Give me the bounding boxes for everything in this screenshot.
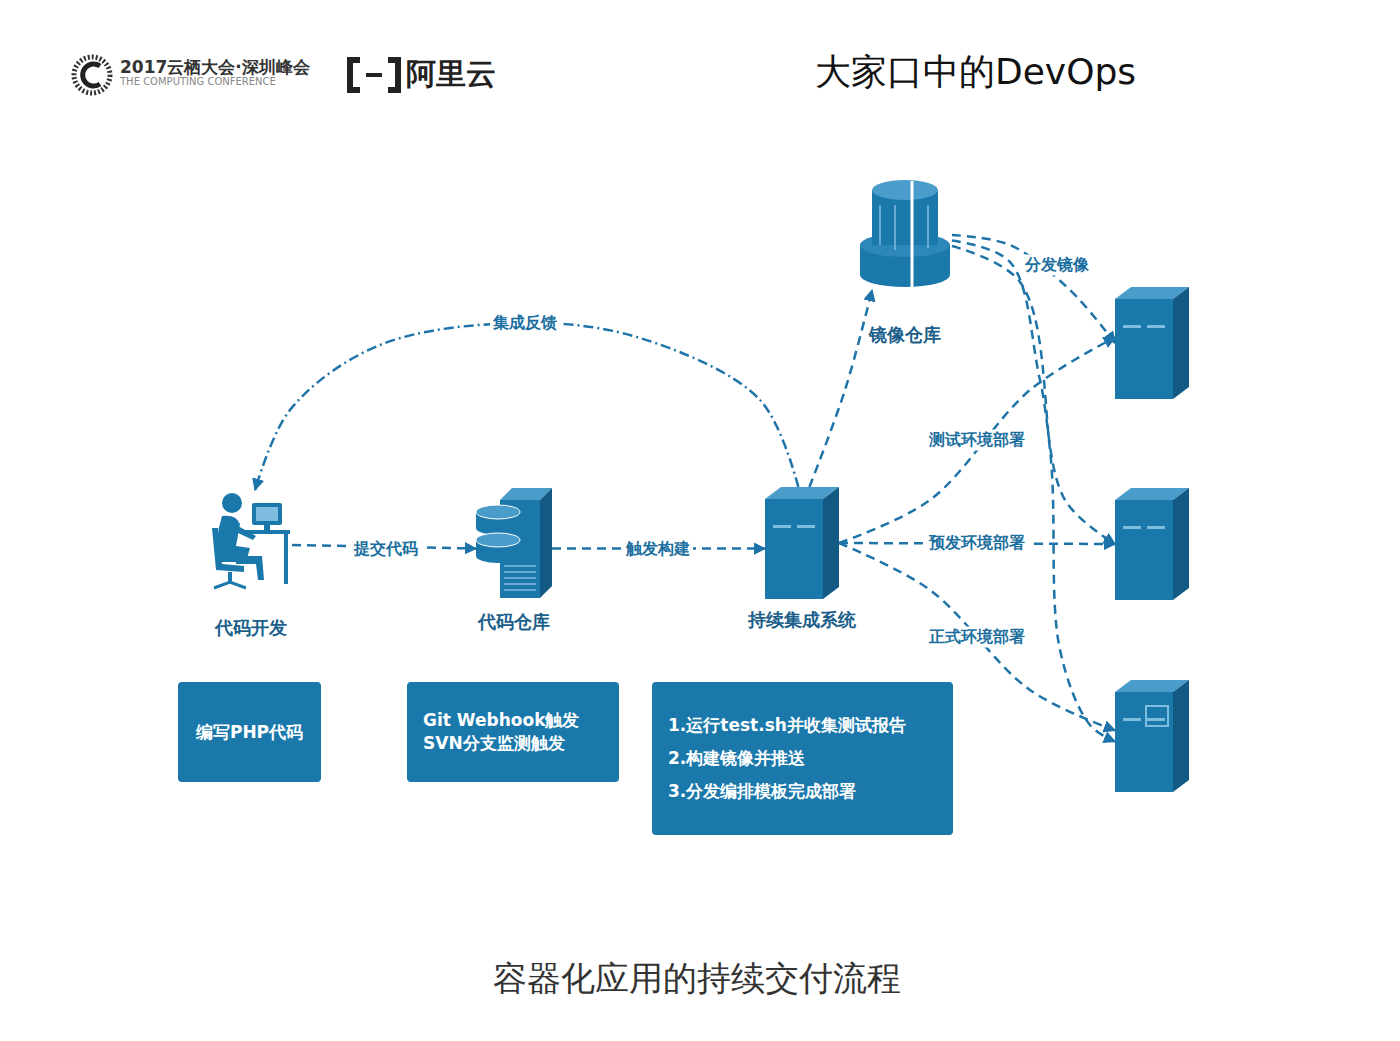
process-box: 1.运行test.sh并收集测试报告 2.构建镜像并推送 3.分发编排模板完成部署	[652, 682, 953, 835]
dashed-connector	[952, 241, 1115, 545]
header-label: 阿里云	[406, 54, 496, 95]
staging-server-icon	[1115, 488, 1189, 600]
node-label: 代码仓库	[478, 610, 550, 634]
logo-bracket	[350, 60, 360, 90]
developer-icon	[212, 493, 290, 588]
ci-system: 持续集成系统	[765, 487, 839, 599]
code-repo-icon	[476, 488, 552, 598]
monitor-screen	[256, 507, 278, 521]
dashed-connector	[839, 337, 1115, 543]
box-text: Git Webhook触发 SVN分支监测触发	[423, 709, 603, 755]
edge-label: 集成反馈	[490, 313, 560, 334]
caption: 容器化应用的持续交付流程	[493, 956, 901, 1002]
process-box: Git Webhook触发 SVN分支监测触发	[407, 682, 619, 782]
box-text: 3.分发编排模板完成部署	[668, 780, 937, 803]
node-label: 镜像仓库	[869, 323, 941, 347]
chair	[212, 528, 244, 572]
edge-label: 提交代码	[351, 539, 421, 560]
chair-base	[214, 582, 246, 588]
prod-server-icon	[1115, 680, 1189, 792]
ci-server-icon	[765, 487, 839, 599]
edge-label: 触发构建	[623, 539, 693, 560]
person-body	[217, 516, 250, 562]
aliyun-logo	[350, 60, 398, 90]
monitor	[252, 503, 282, 525]
logo-dash	[366, 73, 382, 77]
edge-label: 分发镜像	[1022, 255, 1092, 276]
box-text: 1.运行test.sh并收集测试报告	[668, 714, 937, 737]
node-label: 代码开发	[215, 616, 287, 640]
person-head	[222, 493, 242, 513]
edge-label: 预发环境部署	[926, 533, 1028, 554]
developer: 代码开发	[210, 490, 292, 590]
prod-server	[1115, 680, 1189, 792]
logo-bracket	[388, 60, 398, 90]
box-text: 2.构建镜像并推送	[668, 747, 937, 770]
desk-leg	[284, 534, 288, 584]
dashed-connector	[255, 323, 798, 490]
page-title: 大家口中的DevOps	[815, 48, 1136, 97]
image-repository: 镜像仓库	[858, 180, 952, 290]
box-text: 编写PHP代码	[194, 721, 305, 744]
monitor-stand	[264, 525, 270, 530]
process-box: 编写PHP代码	[178, 682, 321, 782]
logo-ring	[74, 57, 110, 93]
server-door	[1146, 706, 1168, 726]
dashed-connector	[952, 246, 1115, 742]
conference-logo	[74, 57, 110, 93]
test-server	[1115, 287, 1189, 399]
desk	[245, 530, 290, 534]
edge-label: 正式环境部署	[926, 627, 1028, 648]
dashed-connector	[952, 235, 1115, 343]
test-server-icon	[1115, 287, 1189, 399]
header-label: 2017云栖大会·深圳峰会	[120, 56, 310, 79]
dashed-connector	[809, 290, 872, 487]
edge-label: 测试环境部署	[926, 430, 1028, 451]
logo-mark	[83, 64, 100, 86]
image-repo-icon	[860, 180, 950, 290]
code-repository: 代码仓库	[476, 488, 552, 598]
node-label: 持续集成系统	[748, 608, 856, 632]
staging-server	[1115, 488, 1189, 600]
header-label: THE COMPUTING CONFERENCE	[120, 76, 276, 87]
